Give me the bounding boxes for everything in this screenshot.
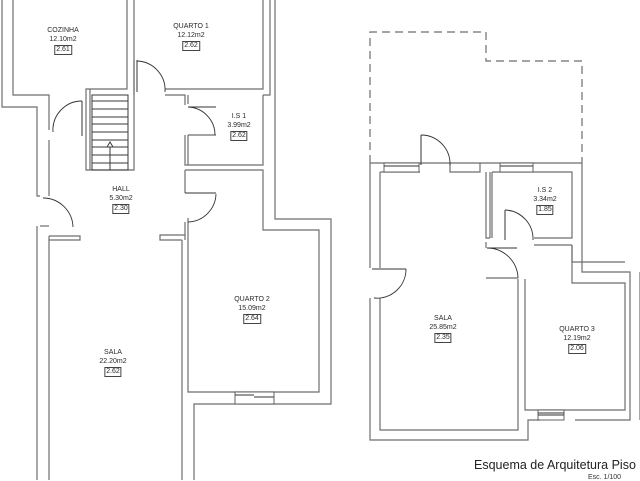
room-area: 12.10m2 <box>49 36 77 43</box>
room-name: SALA <box>434 315 452 322</box>
room-area: 3.34m2 <box>533 196 557 203</box>
room-area: 25.85m2 <box>429 324 457 331</box>
room-height: 2.64 <box>243 314 261 324</box>
door-quarto-2 <box>185 192 217 223</box>
room-height: 2.61 <box>54 45 72 55</box>
window-is-2 <box>499 162 534 173</box>
drawing-scale: Esc. 1/100 <box>588 474 622 481</box>
door-sala-2-side <box>372 268 407 299</box>
room-height: 2.30 <box>112 204 130 214</box>
window-quarto-3 <box>537 409 565 421</box>
window-sala-2-top <box>383 162 420 173</box>
door-sala-2-terrace <box>420 134 451 166</box>
room-height: 2.06 <box>568 344 586 354</box>
door-quarto-3 <box>486 247 519 279</box>
room-area: 12.19m2 <box>563 335 591 342</box>
door-cozinha <box>52 100 83 136</box>
left-floor-plan <box>1 0 332 480</box>
room-label-is-2: I.S 2 3.34m2 1.85 <box>533 186 557 215</box>
room-name: QUARTO 1 <box>173 23 209 30</box>
room-area: 3.99m2 <box>227 122 251 129</box>
room-name: QUARTO 2 <box>234 296 270 303</box>
room-height: 2.62 <box>230 131 248 141</box>
room-area: 12.12m2 <box>177 32 205 39</box>
door-sala <box>42 197 74 228</box>
room-name: COZINHA <box>47 27 79 34</box>
room-label-cozinha: COZINHA 12.10m2 2.61 <box>47 26 79 55</box>
door-is-2 <box>504 209 534 241</box>
room-label-hall: HALL 5.30m2 2.30 <box>109 185 133 214</box>
door-quarto-1 <box>136 60 166 93</box>
window-quarto-2 <box>234 391 275 405</box>
room-height: 2.35 <box>434 333 452 343</box>
room-label-is-1: I.S 1 3.99m2 2.62 <box>227 112 251 141</box>
right-floor-plan <box>369 31 640 441</box>
room-label-quarto-1: QUARTO 1 12.12m2 2.62 <box>173 22 209 51</box>
room-label-quarto-2: QUARTO 2 15.09m2 2.64 <box>234 295 270 324</box>
room-label-quarto-3: QUARTO 3 12.19m2 2.06 <box>559 325 595 354</box>
room-name: QUARTO 3 <box>559 326 595 333</box>
room-name: HALL <box>112 186 130 193</box>
room-height: 1.85 <box>536 205 554 215</box>
room-name: I.S 1 <box>231 113 247 120</box>
room-name: SALA <box>104 349 122 356</box>
door-is-1 <box>187 106 216 136</box>
terrace-outline <box>369 31 583 163</box>
drawing-title: Esquema de Arquitetura Piso 2 <box>474 458 640 472</box>
room-area: 15.09m2 <box>238 305 266 312</box>
room-area: 22.20m2 <box>99 358 127 365</box>
room-label-sala-1: SALA 22.20m2 2.62 <box>99 348 127 377</box>
room-height: 2.62 <box>104 367 122 377</box>
staircase <box>91 94 129 171</box>
room-height: 2.62 <box>182 41 200 51</box>
room-name: I.S 2 <box>537 187 553 194</box>
room-area: 5.30m2 <box>109 195 133 202</box>
room-label-sala-2: SALA 25.85m2 2.35 <box>429 314 457 343</box>
